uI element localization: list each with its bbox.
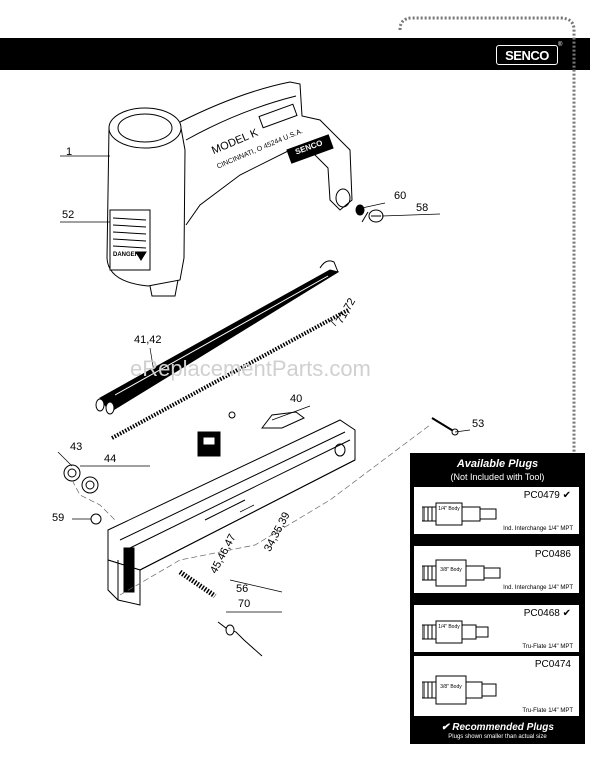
- feeder-bar: [95, 260, 340, 415]
- callout-56: 56: [236, 583, 249, 595]
- callout-58: 58: [416, 202, 429, 214]
- plug-description: Tru-Flate 1/4" MPT: [522, 708, 573, 714]
- parts-43-44-59: [63, 464, 102, 525]
- plug-illustration: [422, 559, 501, 587]
- plug-body-size: 1/4" Body: [438, 624, 460, 630]
- callout-60: 60: [394, 190, 407, 202]
- plug-body-size: 1/4" Body: [438, 506, 460, 512]
- registered-mark: ®: [558, 42, 563, 48]
- callout-1: 1: [66, 146, 73, 158]
- callout-52: 52: [62, 209, 75, 221]
- callout-59: 59: [52, 512, 65, 524]
- parts-60-58: [355, 204, 384, 223]
- plug-body-size: 3/8" Body: [440, 684, 462, 690]
- recommended-plugs-label: ✔ Recommended Plugs: [441, 722, 554, 733]
- plug-illustration: [422, 620, 489, 644]
- panel-subtitle: (Not Included with Tool): [450, 472, 545, 482]
- plug-code: PC0474: [534, 659, 571, 670]
- header-bar: [0, 38, 590, 70]
- part-53-screw: [431, 417, 459, 436]
- plug-code: PC0479 ✔: [523, 490, 571, 501]
- plug-item: PC0474 3/8" Body Tru-Flate 1/4" MPT: [414, 656, 579, 716]
- callout-43: 43: [70, 441, 83, 453]
- callout-44: 44: [104, 453, 117, 465]
- watermark: eReplacementParts.com: [130, 356, 371, 381]
- panel-title: Available Plugs: [456, 458, 539, 470]
- magazine-rail: [107, 419, 356, 606]
- plug-illustration: [422, 675, 497, 705]
- plug-item: PC0479 ✔ 1/4" Body Ind. Interchange 1/4"…: [414, 487, 579, 534]
- tool-warning-label: DANGER: [113, 252, 140, 258]
- plug-code: PC0486: [534, 549, 571, 560]
- plug-description: Ind. Interchange 1/4" MPT: [503, 585, 573, 591]
- plug-illustration: [422, 502, 497, 526]
- brand-logo: SENCO: [496, 45, 558, 65]
- part-40-clip: [197, 411, 305, 457]
- plug-description: Tru-Flate 1/4" MPT: [522, 644, 573, 650]
- plug-description: Ind. Interchange 1/4" MPT: [503, 526, 573, 532]
- callout-53: 53: [472, 418, 485, 430]
- plug-item: PC0486 3/8" Body Ind. Interchange 1/4" M…: [414, 546, 579, 593]
- plug-body-size: 3/8" Body: [440, 567, 462, 573]
- parts-56-70: [178, 569, 263, 657]
- callout-40: 40: [290, 393, 303, 405]
- plug-code: PC0468 ✔: [523, 608, 571, 619]
- plug-item: PC0468 ✔ 1/4" Body Tru-Flate 1/4" MPT: [414, 605, 579, 652]
- tool-body: [106, 81, 353, 297]
- available-plugs-panel: Available Plugs (Not Included with Tool)…: [410, 453, 585, 744]
- callout-41-42: 41,42: [134, 334, 162, 346]
- callout-70: 70: [238, 598, 251, 610]
- plugs-size-note: Plugs shown smaller than actual size: [448, 734, 547, 740]
